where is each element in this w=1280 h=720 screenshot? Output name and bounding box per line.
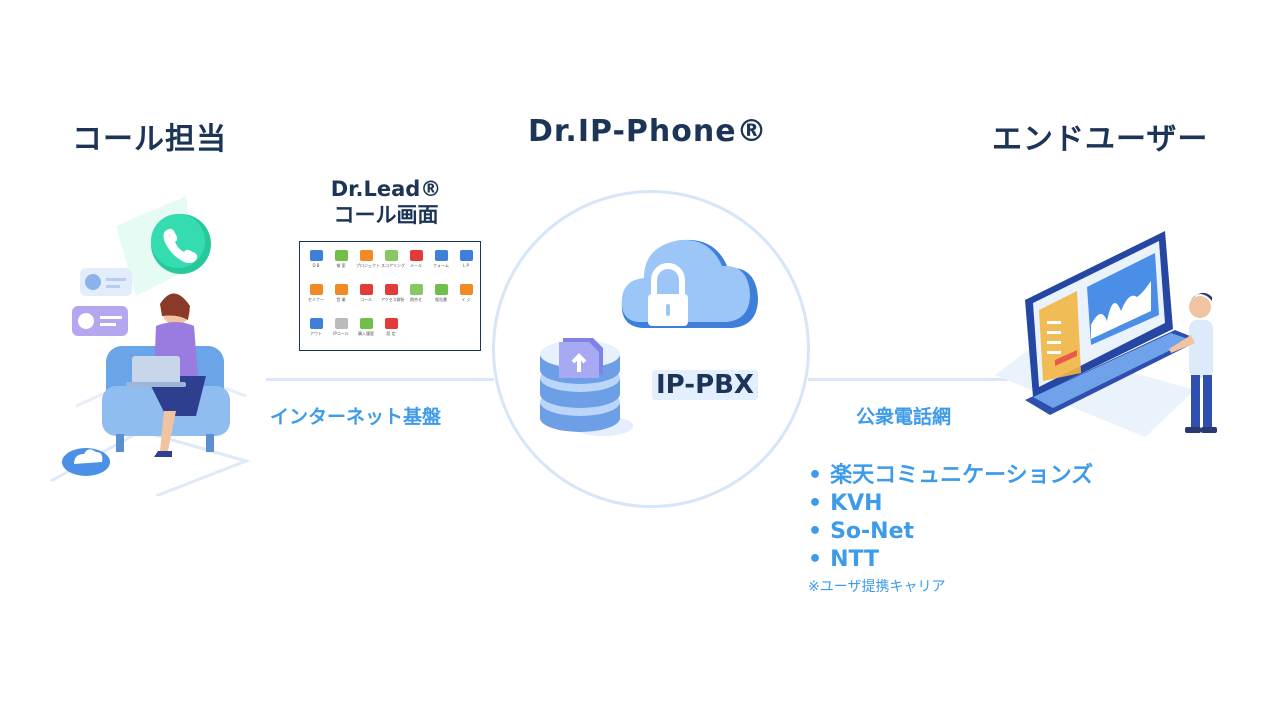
screen-tile-icon — [409, 250, 423, 261]
screen-tile-label: IPコール — [333, 331, 349, 336]
screen-tile-label: アウト — [310, 331, 322, 336]
review-card-icon — [80, 268, 132, 296]
screen-tile: プロジェクト — [356, 250, 380, 269]
screen-tile: 設 定 — [381, 318, 401, 337]
dr-lead-label: Dr.Lead® コール画面 — [300, 176, 472, 228]
screen-tile-label: 検 索 — [336, 263, 346, 268]
screen-tile-label: 報告書 — [435, 297, 447, 302]
screen-tile: 問合せ — [406, 284, 426, 303]
screen-tile: コール — [356, 284, 376, 303]
screen-tile-label: メール — [410, 263, 422, 268]
screen-tile-label: セミナー — [308, 297, 324, 302]
screen-tile: アウト — [306, 318, 326, 337]
screen-tile-icon — [434, 284, 448, 295]
review-card-icon — [72, 306, 128, 336]
screen-tile-icon — [359, 250, 373, 261]
screen-tile-icon — [309, 284, 323, 295]
screen-tile-icon — [384, 318, 398, 329]
screen-tile-label: プロジェクト — [356, 263, 380, 268]
screen-tile-label: L P — [463, 263, 469, 268]
carrier-name: KVH — [830, 491, 883, 516]
screen-tile-label: 問合せ — [410, 297, 422, 302]
screen-tile: メール — [406, 250, 426, 269]
call-operator-illustration — [50, 196, 251, 496]
heading-end-user: エンドユーザー — [992, 122, 1209, 157]
screen-tile: セミナー — [306, 284, 326, 303]
screen-tile: L P — [456, 250, 476, 268]
bullet-icon: • — [808, 491, 823, 516]
carrier-item: • KVH — [808, 490, 1093, 518]
server-icon — [540, 338, 633, 436]
screen-tile: フォーム — [431, 250, 451, 269]
screen-tile-label: アクセス解析 — [381, 297, 405, 302]
screen-tile-icon — [334, 318, 348, 329]
screen-tile-icon — [334, 284, 348, 295]
screen-tile-label: コール — [360, 297, 372, 302]
heading-call-staff: コール担当 — [72, 122, 227, 157]
screen-tile-icon — [334, 250, 348, 261]
screen-tile: 報告書 — [431, 284, 451, 303]
screen-tile: スコアリング — [381, 250, 405, 269]
carrier-item: • NTT — [808, 546, 1093, 574]
screen-tile: 購入履歴 — [356, 318, 376, 337]
carrier-list: • 楽天コミュニケーションズ • KVH • So-Net • NTT ※ユーザ提携キャリア — [808, 462, 1093, 596]
screen-tile-icon — [459, 284, 473, 295]
screen-tile-icon — [384, 284, 398, 295]
carrier-note: ※ユーザ提携キャリア — [808, 579, 946, 595]
pstn-label: 公衆電話網 — [856, 406, 952, 428]
dr-lead-subtitle: コール画面 — [333, 203, 439, 227]
screen-tile-icon — [409, 284, 423, 295]
carrier-item: • 楽天コミュニケーションズ — [808, 462, 1093, 490]
phone-icon — [151, 214, 211, 274]
screen-tile: アクセス解析 — [381, 284, 405, 303]
screen-tile-icon — [309, 318, 323, 329]
screen-tile-label: 設 定 — [386, 331, 396, 336]
internet-label: インターネット基盤 — [270, 406, 442, 428]
screen-tile-label: 営 業 — [336, 297, 346, 302]
screen-tile-icon — [459, 250, 473, 261]
screen-tile-icon — [434, 250, 448, 261]
cloud-icon — [62, 448, 110, 476]
screen-tile: IPコール — [331, 318, 351, 337]
bullet-icon: • — [808, 519, 823, 544]
screen-tile: D B — [306, 250, 326, 268]
screen-tile-label: D B — [312, 263, 320, 268]
ip-pbx-label: IP-PBX — [652, 370, 758, 400]
end-user-illustration — [995, 231, 1217, 437]
screen-tile-label: スコアリング — [381, 263, 405, 268]
screen-tile: 検 索 — [331, 250, 351, 269]
screen-tile: イ ジ — [456, 284, 476, 303]
carrier-item: • So-Net — [808, 518, 1093, 546]
bullet-icon: • — [808, 463, 823, 488]
bullet-icon: • — [808, 547, 823, 572]
screen-tile-icon — [359, 318, 373, 329]
screen-tile-label: フォーム — [433, 263, 449, 268]
screen-tile-label: 購入履歴 — [358, 331, 374, 336]
screen-tile-icon — [359, 284, 373, 295]
screen-tile-label: イ ジ — [461, 297, 471, 302]
screen-tile: 営 業 — [331, 284, 351, 303]
dr-lead-title: Dr.Lead® — [330, 177, 442, 201]
screen-tile-icon — [309, 250, 323, 261]
dr-lead-call-screen: D B 検 索 プロジェクトスコアリングメール フォーム L P セミナー 営 業 コール アク… — [299, 241, 481, 351]
connector-pstn — [808, 378, 1008, 381]
connector-internet — [266, 378, 494, 381]
cloud-lock-icon — [621, 239, 758, 328]
carrier-name: NTT — [830, 547, 879, 572]
screen-tile-icon — [384, 250, 398, 261]
heading-dr-ip-phone: Dr.IP-Phone® — [528, 114, 768, 149]
carrier-name: So-Net — [830, 519, 915, 544]
carrier-name: 楽天コミュニケーションズ — [830, 463, 1094, 488]
